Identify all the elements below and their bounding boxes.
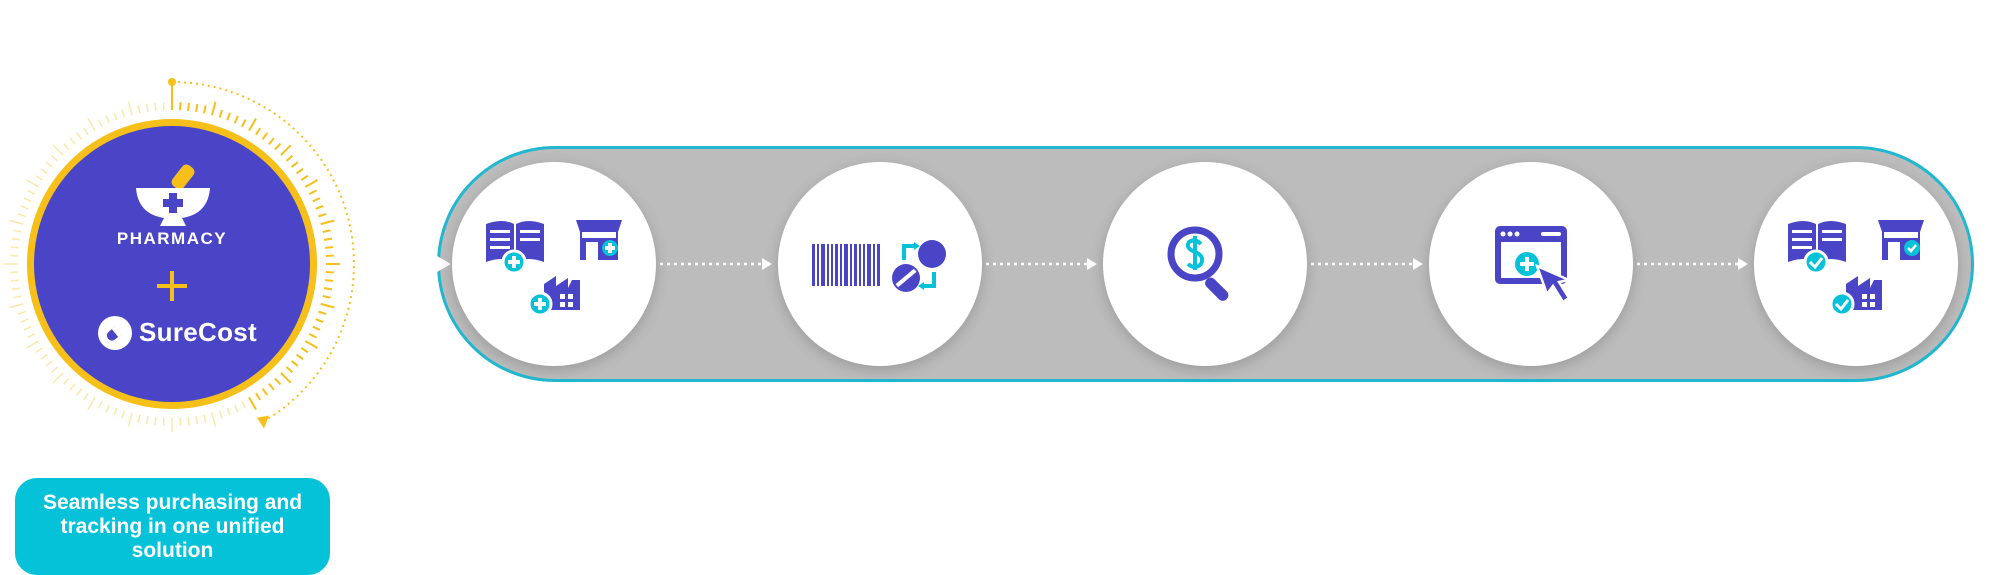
- workflow-step-4: [1429, 162, 1633, 366]
- web-order-click-icon: [1495, 226, 1574, 304]
- workflow-step-3: [1103, 162, 1307, 366]
- plus-icon: [157, 271, 187, 301]
- catalog-add-icon: [486, 221, 544, 275]
- factory-check-icon: [1829, 276, 1882, 317]
- tagline-pill: Seamless purchasing and tracking in one …: [15, 478, 330, 575]
- step-2-icons: [812, 240, 946, 292]
- store-check-icon: [1878, 220, 1924, 260]
- store-add-icon: [576, 220, 622, 260]
- workflow-step-2: [778, 162, 982, 366]
- surecost-logo-icon: [98, 316, 132, 350]
- pharmacy-badge: [34, 126, 310, 402]
- barcode-icon: [812, 244, 880, 286]
- track-entry-arrow-icon: [437, 256, 451, 272]
- step-1-icons: [486, 220, 622, 317]
- step-5-icons: [1788, 220, 1924, 317]
- catalog-check-icon: [1788, 221, 1846, 275]
- pill-swap-icon: [892, 240, 946, 292]
- decorative-tick-ring: [4, 78, 355, 432]
- factory-add-icon: [527, 276, 580, 317]
- pharmacy-label: PHARMACY: [116, 229, 228, 248]
- price-search-icon: [1167, 226, 1229, 301]
- surecost-label: SureCost: [139, 317, 257, 347]
- workflow-step-5: [1754, 162, 1958, 366]
- mortar-pestle-icon: [136, 164, 210, 226]
- workflow-step-1: [452, 162, 656, 366]
